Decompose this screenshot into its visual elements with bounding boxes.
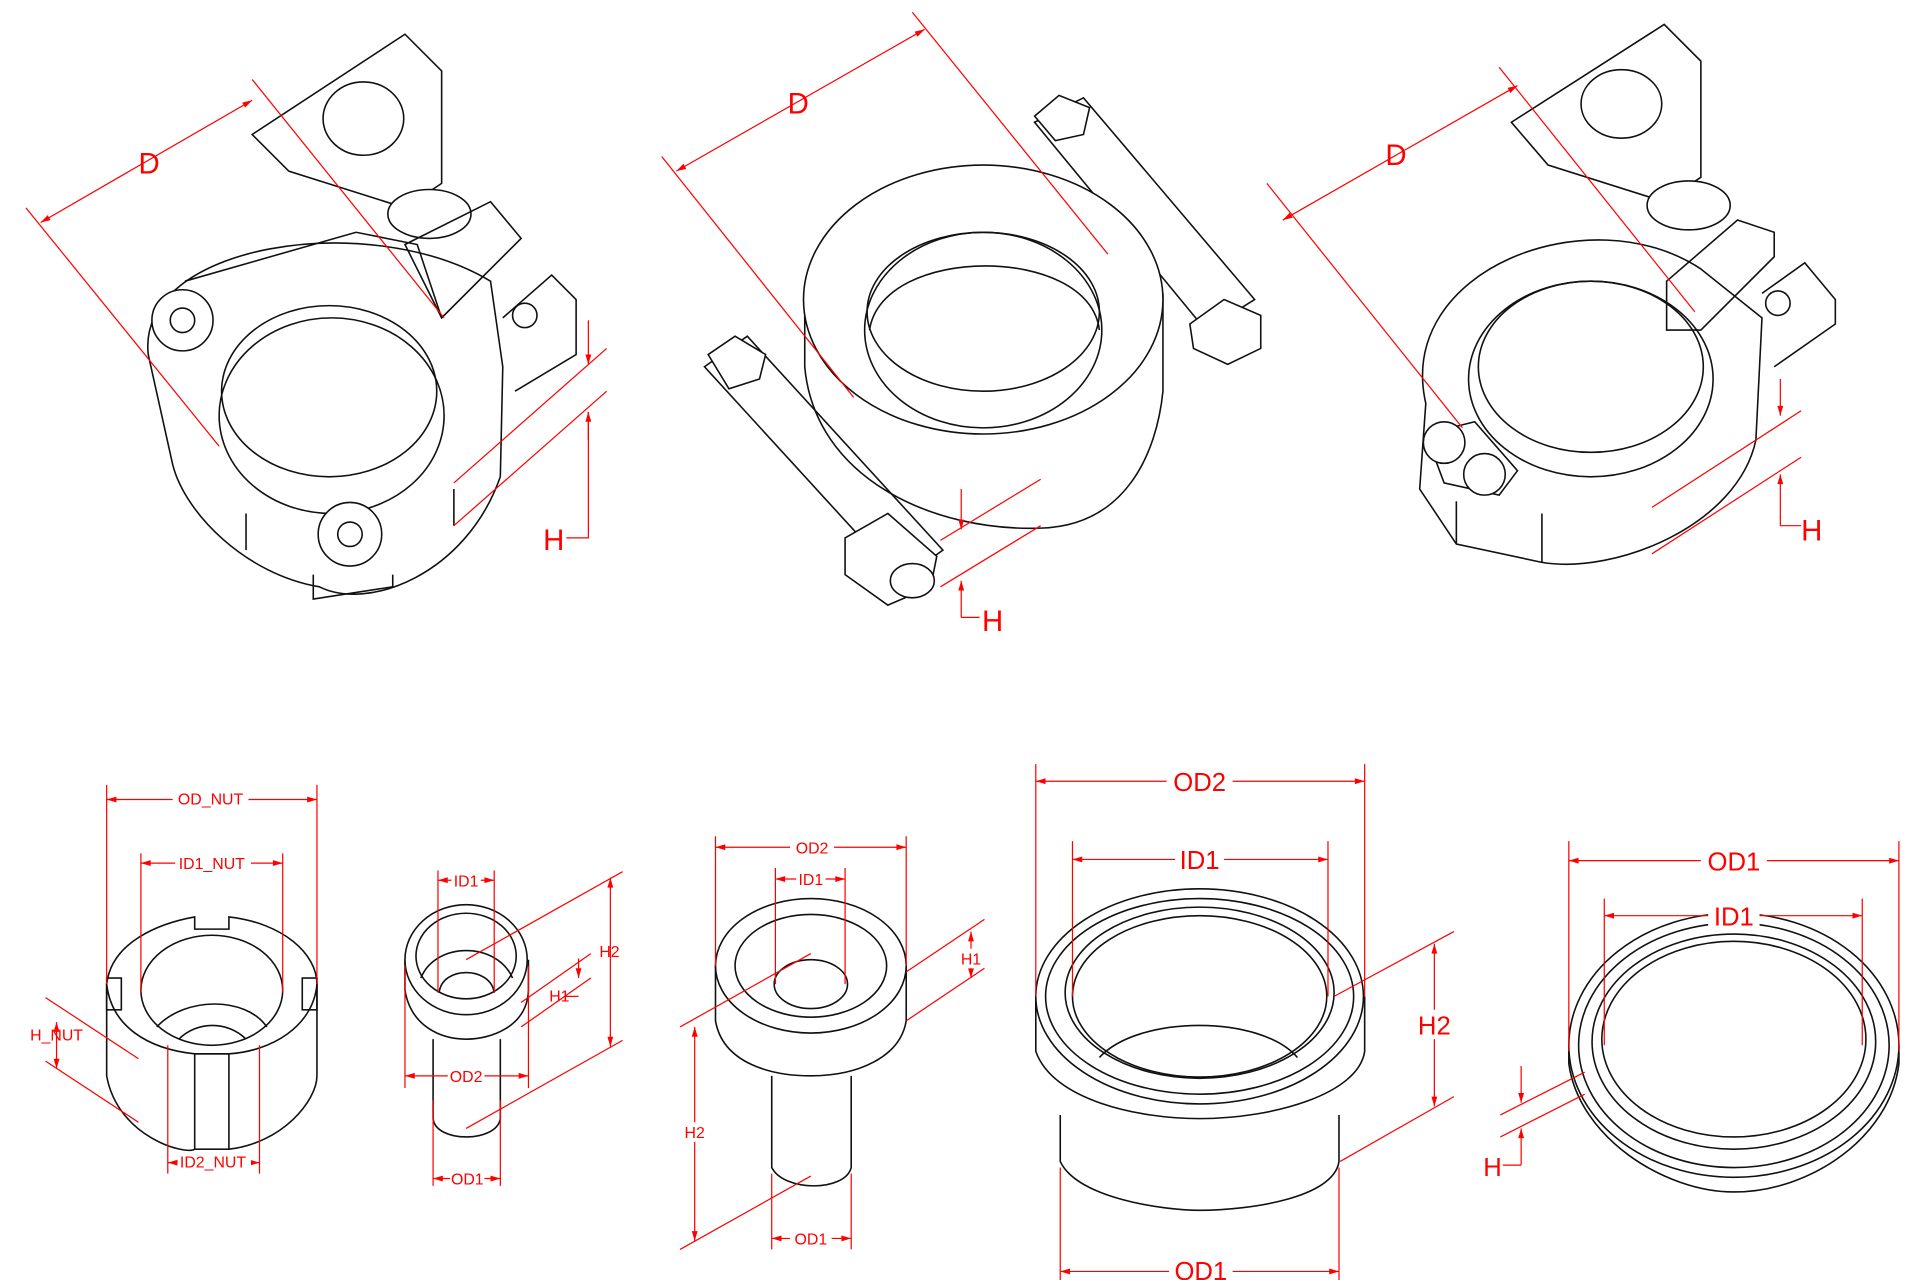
gasket-id1-label: ID1: [1714, 903, 1754, 931]
nut-id2-label: ID2_NUT: [180, 1155, 246, 1172]
stepped-pin-h1-label: H1: [961, 952, 981, 969]
small-pin-h2-label: H2: [599, 944, 619, 961]
clamp2-d-label: D: [788, 88, 809, 121]
stepped-pin: OD2 ID1 OD1 H2 H1: [679, 836, 985, 1250]
ferrule-od2-label: OD2: [1173, 769, 1226, 797]
ferrule-od1-label: OD1: [1174, 1258, 1227, 1280]
small-pin-od2-label: OD2: [450, 1069, 483, 1086]
stepped-pin-id1-label: ID1: [798, 872, 823, 889]
clamp2-h-label: H: [982, 605, 1003, 638]
ferrule-id1-label: ID1: [1180, 847, 1220, 875]
small-pin-id1-label: ID1: [454, 873, 479, 890]
nut-id1-label: ID1_NUT: [179, 856, 245, 873]
clamp3-h-label: H: [1801, 514, 1822, 547]
clamp3-d-label: D: [1385, 139, 1406, 172]
clamp1-h-label: H: [543, 524, 564, 557]
ferrule: OD2 ID1 OD1 H2: [1035, 764, 1457, 1280]
gasket-h-label: H: [1483, 1154, 1502, 1182]
clamp1-d-label: D: [138, 148, 159, 181]
stepped-pin-h2-label: H2: [685, 1125, 705, 1142]
stepped-pin-od1-label: OD1: [795, 1232, 828, 1249]
small-pin-od1-label: OD1: [451, 1172, 484, 1189]
stepped-pin-od2-label: OD2: [796, 840, 829, 857]
nut-od-label: OD_NUT: [178, 791, 244, 808]
gasket: OD1 ID1 H: [1483, 841, 1900, 1193]
gasket-od1-label: OD1: [1707, 848, 1760, 876]
hinged-clamp-left: D H: [25, 33, 608, 600]
bolted-clamp-center: D H: [661, 11, 1262, 638]
small-pin: ID1 OD2 OD1 H1 H2: [404, 870, 623, 1189]
ferrule-h2-label: H2: [1418, 1012, 1451, 1040]
small-pin-h1-label: H1: [549, 988, 569, 1005]
hinged-clamp-right: D H: [1266, 23, 1837, 566]
slotted-nut: OD_NUT ID1_NUT ID2_NUT H_NUT: [30, 784, 318, 1174]
nut-h-label: H_NUT: [30, 1027, 83, 1044]
